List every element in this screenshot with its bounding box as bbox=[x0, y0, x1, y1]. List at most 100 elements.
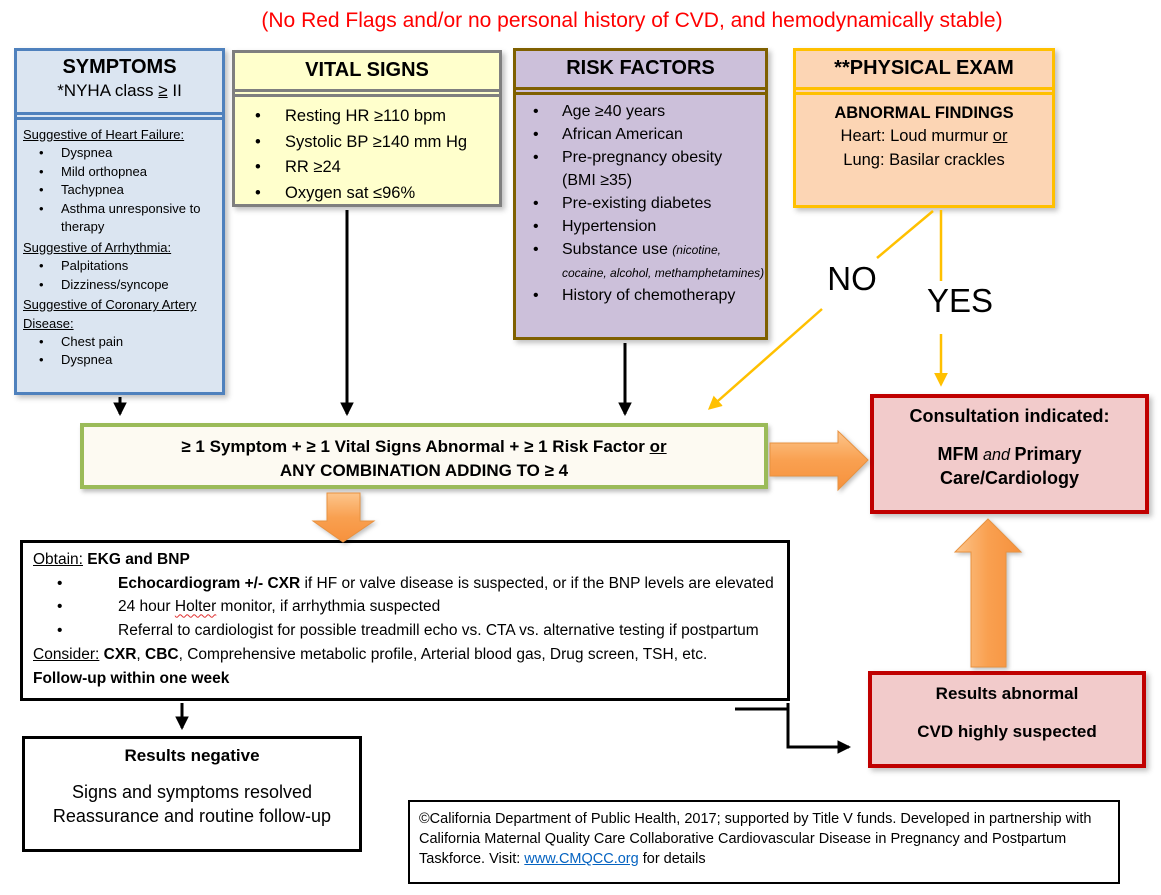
symptoms-subtitle: *NYHA class ≥ II bbox=[17, 81, 222, 101]
orange-arrow-down-icon bbox=[311, 492, 376, 543]
bullet-icon: • bbox=[533, 126, 539, 144]
cmqcc-link[interactable]: www.CMQCC.org bbox=[524, 851, 639, 867]
text-segment: Follow-up within one week bbox=[33, 669, 230, 687]
bullet-icon: • bbox=[255, 107, 261, 125]
list-item: •Dyspnea bbox=[23, 351, 216, 369]
text-segment: or bbox=[992, 127, 1008, 146]
text-segment: for details bbox=[638, 851, 706, 867]
results-abnormal-line-1: Results abnormal bbox=[935, 684, 1079, 703]
bullet-icon: • bbox=[255, 184, 261, 203]
no-arrow-upper bbox=[876, 210, 934, 259]
credit-box: ©California Department of Public Health,… bbox=[408, 800, 1120, 884]
bullet-icon: • bbox=[39, 333, 44, 349]
list-item: •Dizziness/syncope bbox=[23, 276, 216, 294]
physical-exam-body: ABNORMAL FINDINGS Heart: Loud murmur or … bbox=[796, 92, 1052, 172]
bullet-icon: • bbox=[533, 287, 539, 305]
list-item: •Systolic BP ≥140 mm Hg bbox=[235, 130, 499, 156]
list-item: •Age ≥40 years bbox=[516, 100, 765, 123]
symptoms-body: Suggestive of Heart Failure: •Dyspnea •M… bbox=[17, 117, 222, 370]
text-segment: , bbox=[136, 645, 146, 663]
text-segment: Hypertension bbox=[562, 218, 657, 236]
page-title: (No Red Flags and/or no personal history… bbox=[261, 9, 1003, 32]
results-negative-title: Results negative bbox=[124, 746, 260, 765]
section-heading: Suggestive of Heart Failure: bbox=[23, 127, 185, 142]
criteria-box: ≥ 1 Symptom + ≥ 1 Vital Signs Abnormal +… bbox=[80, 423, 768, 489]
text-segment: monitor, if arrhythmia suspected bbox=[216, 598, 441, 616]
bullet-icon: • bbox=[39, 352, 44, 368]
list-item: •Pre-pregnancy obesity bbox=[516, 146, 765, 169]
text-segment: Holter bbox=[174, 598, 217, 616]
criteria-line-2: ANY COMBINATION ADDING TO ≥ 4 bbox=[279, 460, 569, 480]
consultation-line-2: MFM and Primary bbox=[874, 444, 1145, 465]
bullet-icon: • bbox=[39, 200, 44, 216]
list-item: •Substance use (nicotine, cocaine, alcoh… bbox=[516, 238, 765, 284]
text-segment: MFM bbox=[937, 444, 979, 464]
text-segment: Echocardiogram +/- CXR bbox=[118, 574, 301, 592]
bullet-icon: • bbox=[57, 598, 63, 616]
text-segment: if HF or valve disease is suspected, or … bbox=[300, 574, 774, 592]
text-segment: 24 hour bbox=[118, 598, 175, 616]
bullet-icon: • bbox=[39, 276, 44, 292]
list-item: •African American bbox=[516, 123, 765, 146]
text-segment: Consider: bbox=[33, 645, 100, 663]
text-segment: CXR bbox=[103, 645, 137, 663]
list-item-continuation: (BMI ≥35) bbox=[516, 169, 765, 192]
text-segment: II bbox=[167, 81, 182, 100]
bullet-icon: • bbox=[255, 158, 261, 177]
yes-branch-label: YES bbox=[926, 282, 994, 319]
risk-factors-header: RISK FACTORS bbox=[516, 51, 765, 90]
orange-arrow-up-icon bbox=[953, 518, 1023, 668]
text-segment: *NYHA class bbox=[57, 81, 159, 100]
results-negative-line-1: Signs and symptoms resolved bbox=[71, 782, 313, 802]
consultation-title: Consultation indicated: bbox=[909, 406, 1110, 426]
workup-obtain-line: Obtain: EKG and BNP bbox=[33, 548, 777, 572]
bullet-icon: • bbox=[533, 241, 539, 259]
workup-item: • 24 hour Holter monitor, if arrhythmia s… bbox=[33, 595, 777, 619]
text-segment: Referral to cardiologist for possible tr… bbox=[118, 622, 759, 640]
bullet-icon: • bbox=[255, 132, 261, 151]
consultation-line-3: Care/Cardiology bbox=[939, 468, 1080, 488]
text-segment: ≥ 1 Symptom + ≥ 1 Vital Signs Abnormal +… bbox=[181, 437, 650, 456]
text-segment: Obtain: bbox=[33, 551, 83, 568]
section-heading: Suggestive of Arrhythmia: bbox=[23, 239, 172, 255]
physical-exam-box: **PHYSICAL EXAM ABNORMAL FINDINGS Heart:… bbox=[793, 48, 1055, 208]
text-segment: ©California Department of Public Health,… bbox=[419, 811, 1092, 867]
symptoms-header: SYMPTOMS *NYHA class ≥ II bbox=[17, 51, 222, 115]
section-heading: Suggestive of Coronary Artery Disease: bbox=[23, 297, 197, 331]
list-item: •Oxygen sat ≤96% bbox=[235, 181, 499, 207]
list-item: •Asthma unresponsive to therapy bbox=[23, 200, 216, 237]
list-item: •Palpitations bbox=[23, 257, 216, 275]
bullet-icon: • bbox=[533, 103, 539, 120]
bullet-icon: • bbox=[39, 182, 44, 198]
results-negative-line-2: Reassurance and routine follow-up bbox=[52, 806, 332, 826]
workup-consider-line: Consider: CXR, CBC, Comprehensive metabo… bbox=[33, 643, 777, 667]
results-abnormal-box: Results abnormal CVD highly suspected bbox=[868, 671, 1146, 768]
list-item: •Resting HR ≥110 bpm bbox=[235, 104, 499, 130]
finding-heart: Heart: Loud murmur or bbox=[796, 125, 1052, 148]
abnormal-findings-title: ABNORMAL FINDINGS bbox=[834, 104, 1014, 122]
text-segment: CBC bbox=[145, 645, 179, 663]
text-segment: Pre-pregnancy obesity bbox=[562, 149, 723, 167]
text-segment: or bbox=[649, 437, 667, 456]
vital-signs-header: VITAL SIGNS bbox=[235, 53, 499, 92]
text-segment: EKG and BNP bbox=[87, 551, 190, 568]
bullet-icon: • bbox=[57, 622, 63, 640]
text-segment: (BMI ≥35) bbox=[562, 172, 633, 190]
text-segment: , Comprehensive metabolic profile, Arter… bbox=[178, 645, 708, 663]
text-segment: Heart: Loud murmur bbox=[840, 127, 993, 146]
arrow-workup-to-abnormal bbox=[786, 703, 852, 754]
list-item: •Chest pain bbox=[23, 333, 216, 351]
text-segment: History of chemotherapy bbox=[562, 287, 736, 305]
text-segment: Primary bbox=[1014, 444, 1082, 464]
bullet-icon: • bbox=[39, 145, 44, 161]
results-negative-box: Results negative Signs and symptoms reso… bbox=[22, 736, 362, 852]
list-item: •Pre-existing diabetes bbox=[516, 192, 765, 215]
vital-signs-box: VITAL SIGNS •Resting HR ≥110 bpm •Systol… bbox=[232, 50, 502, 207]
finding-lung: Lung: Basilar crackles bbox=[843, 150, 1005, 169]
orange-arrow-right-icon bbox=[769, 429, 869, 492]
text-segment: (nicotine, cocaine, alcohol, methampheta… bbox=[562, 243, 765, 281]
criteria-line-1: ≥ 1 Symptom + ≥ 1 Vital Signs Abnormal +… bbox=[84, 435, 764, 459]
workup-item: • Referral to cardiologist for possible t… bbox=[33, 619, 777, 643]
risk-factors-box: RISK FACTORS •Age ≥40 years •African Ame… bbox=[513, 48, 768, 340]
